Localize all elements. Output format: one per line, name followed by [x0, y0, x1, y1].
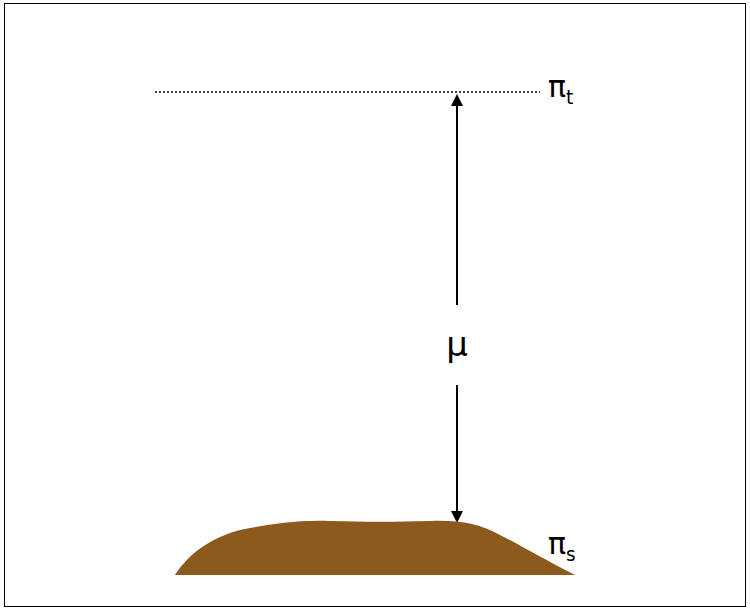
subscript: t	[566, 87, 573, 108]
arrow-down	[456, 385, 458, 521]
frame	[5, 4, 746, 607]
symbol-label: πs	[548, 527, 576, 560]
subscript: s	[566, 544, 576, 565]
terrain	[175, 521, 575, 575]
symbol-label: μ	[442, 324, 472, 365]
arrow-up	[456, 96, 458, 305]
dotted-level	[155, 91, 540, 93]
symbol-label: πt	[548, 70, 573, 103]
